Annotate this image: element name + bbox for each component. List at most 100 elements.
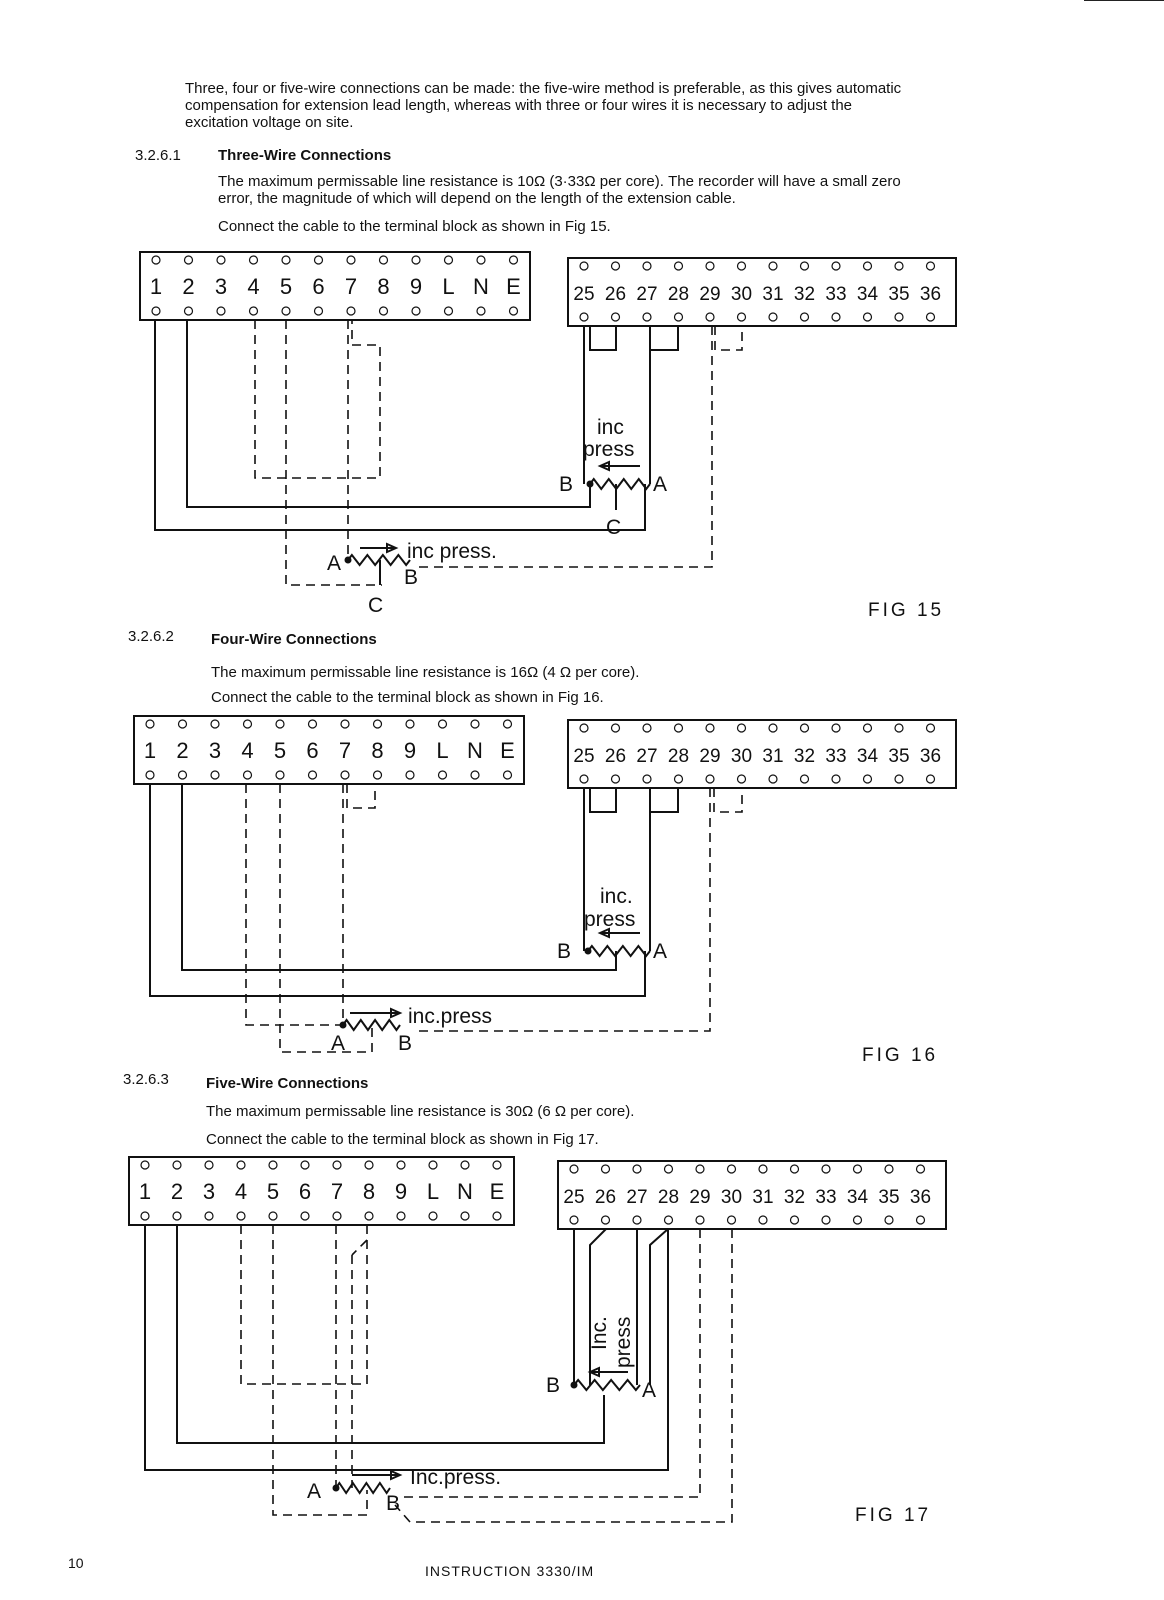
terminal-screw (183, 306, 194, 316)
terminal-label: 30 (721, 1187, 742, 1208)
terminal-screw (600, 1164, 611, 1174)
terminal-screw (726, 1215, 737, 1225)
terminal-screw (405, 770, 415, 780)
terminal-screw (281, 306, 291, 316)
terminal-screw (894, 312, 904, 322)
dashed-wire (400, 1229, 701, 1498)
terminal-screw (632, 1215, 642, 1225)
wire (149, 784, 646, 997)
intro-line-2: compensation for extension lead length, … (185, 97, 853, 114)
terminal-screw (492, 1160, 502, 1170)
terminal-label: 27 (636, 284, 657, 305)
terminal-label: 5 (274, 738, 286, 763)
terminal-screw (579, 723, 589, 733)
terminal-screw (663, 1215, 674, 1225)
dashed-wire (272, 1225, 368, 1516)
terminal-screw (925, 312, 936, 322)
dashed-wire (245, 784, 343, 1026)
terminal-screw (831, 261, 841, 271)
terminal-screw (610, 723, 621, 733)
terminal-label: 1 (139, 1179, 151, 1204)
press-arrow-head (386, 542, 399, 554)
terminal-screw (216, 255, 226, 265)
terminal-screw (610, 312, 621, 322)
annotation: inc.press (408, 1005, 492, 1028)
section-title: Five-Wire Connections (206, 1075, 369, 1092)
terminal-screw (579, 312, 589, 322)
terminal-screw (210, 770, 220, 780)
terminal-screw (177, 719, 188, 729)
terminal-screw (242, 770, 253, 780)
terminal-screw (673, 312, 684, 322)
annotation: B (557, 940, 571, 963)
terminal-screw (492, 1211, 502, 1221)
resistor (589, 477, 651, 491)
terminal-screw (673, 261, 684, 271)
dashed-wire (351, 1239, 368, 1256)
resistor-node (570, 1381, 578, 1389)
terminal-screw (372, 719, 383, 729)
terminal-label: 35 (888, 284, 909, 305)
terminal-label: 25 (573, 746, 594, 767)
terminal-label: 6 (299, 1179, 311, 1204)
terminal-screw (600, 1215, 611, 1225)
press-arrow-head (587, 1366, 600, 1378)
terminal-label: E (490, 1179, 505, 1204)
terminal-screw (364, 1160, 374, 1170)
terminal-screw (140, 1211, 150, 1221)
page-number: 10 (68, 1555, 84, 1571)
terminal-screw (736, 774, 747, 784)
terminal-label: 28 (658, 1187, 679, 1208)
terminal-screw (569, 1164, 579, 1174)
terminal-label: 33 (825, 284, 846, 305)
annotation: inc (597, 416, 624, 439)
terminal-screw (705, 312, 715, 322)
annotation: B (398, 1032, 412, 1055)
terminal-screw (281, 255, 291, 265)
terminal-screw (925, 774, 936, 784)
press-arrow-head (597, 460, 610, 472)
terminal-label: 27 (626, 1187, 647, 1208)
terminal-label: 8 (363, 1179, 375, 1204)
terminal-label: 8 (377, 274, 389, 299)
terminal-screw (268, 1160, 278, 1170)
terminal-label: 9 (404, 738, 416, 763)
terminal-screw (378, 255, 389, 265)
terminal-screw (151, 306, 161, 316)
annotation: B (559, 473, 573, 496)
terminal-screw (364, 1211, 374, 1221)
annotation: press (612, 1317, 635, 1368)
resistor-node (344, 556, 352, 564)
terminal-screw (346, 255, 356, 265)
section-title: Four-Wire Connections (211, 631, 377, 648)
terminal-screw (831, 723, 841, 733)
section-line: The maximum permissable line resistance … (218, 173, 901, 190)
terminal-screw (799, 261, 810, 271)
left-terminal-block-outline (128, 1156, 515, 1226)
resistor-node (339, 1021, 347, 1029)
terminal-screw (610, 774, 621, 784)
terminal-screw (151, 255, 161, 265)
terminal-label: 4 (235, 1179, 247, 1204)
terminal-screw (569, 1215, 579, 1225)
terminal-screw (204, 1211, 214, 1221)
terminal-label: 1 (144, 738, 156, 763)
terminal-label: 30 (731, 746, 752, 767)
terminal-label: 26 (605, 746, 626, 767)
terminal-label: 2 (182, 274, 194, 299)
terminal-label: E (506, 274, 521, 299)
terminal-screw (332, 1160, 342, 1170)
resistor (342, 1018, 401, 1032)
terminal-screw (476, 306, 486, 316)
terminal-label: 6 (306, 738, 318, 763)
terminal-label: 33 (825, 746, 846, 767)
terminal-screw (437, 719, 448, 729)
annotation: C (368, 594, 383, 617)
terminal-label: N (467, 738, 483, 763)
terminal-label: 8 (371, 738, 383, 763)
terminal-label: 35 (878, 1187, 899, 1208)
terminal-screw (177, 770, 188, 780)
link (649, 326, 679, 351)
terminal-screw (508, 255, 519, 265)
